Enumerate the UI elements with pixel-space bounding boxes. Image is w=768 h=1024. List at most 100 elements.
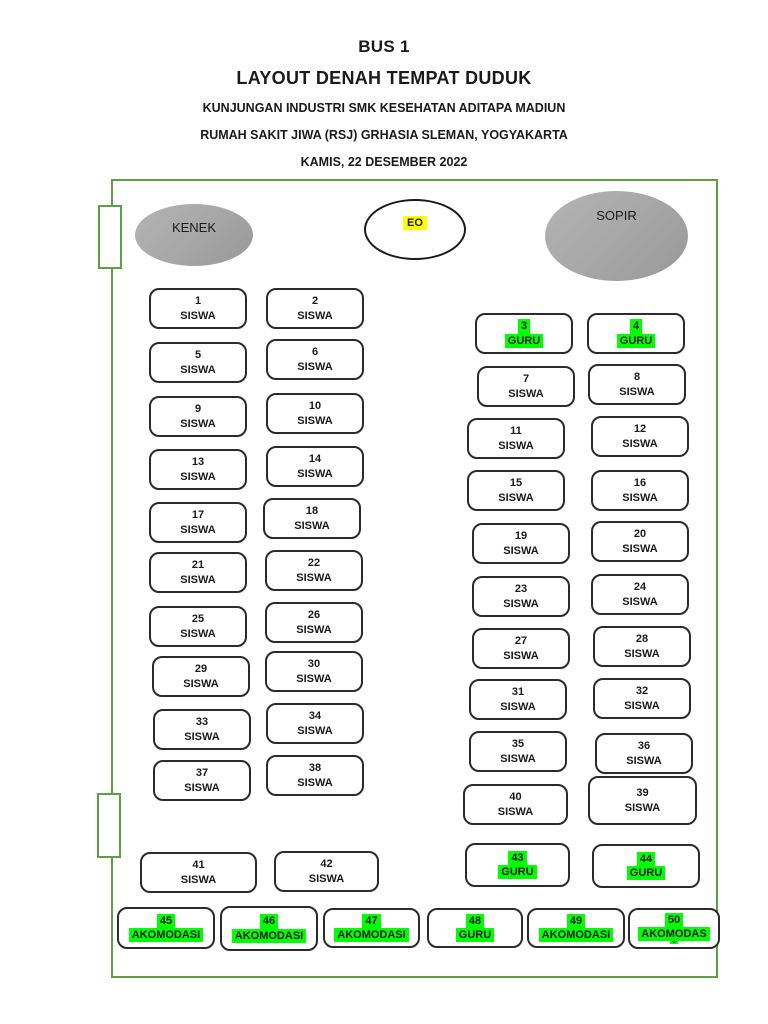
seat-number: 13 — [191, 456, 205, 469]
seat-role: SISWA — [500, 752, 536, 765]
seat-role: SISWA — [498, 491, 534, 504]
kenek-seat-ellipse: KENEK — [135, 204, 253, 266]
page-subtitle: LAYOUT DENAH TEMPAT DUDUK — [236, 68, 532, 88]
seat-number: 18 — [305, 505, 319, 518]
seat-number: 4 — [629, 319, 643, 334]
seat-number: 30 — [307, 658, 321, 671]
seat-role: SISWA — [503, 649, 539, 662]
seat-number: 12 — [633, 423, 647, 436]
eo-label: EO — [403, 215, 427, 230]
page-title: BUS 1 — [358, 37, 410, 56]
sopir-label: SOPIR — [596, 207, 637, 223]
seat-number: 19 — [514, 530, 528, 543]
seat-number: 39 — [636, 787, 649, 800]
seat-number: 45 — [156, 913, 176, 928]
seat-number: 27 — [514, 635, 528, 648]
seat-number: 21 — [191, 559, 205, 572]
seat-role: GURU — [455, 928, 495, 943]
date-line: KAMIS, 22 DESEMBER 2022 — [300, 155, 468, 169]
seat-number: 17 — [191, 509, 205, 522]
seat-role: SISWA — [184, 781, 220, 794]
seat-role: SISWA — [297, 724, 333, 737]
seat-role: SISWA — [296, 571, 332, 584]
seat-number: 7 — [522, 373, 530, 386]
seat-number: 3 — [517, 319, 531, 334]
seat-number: 32 — [635, 685, 649, 698]
seat-number: 15 — [509, 477, 523, 490]
seat-role: SISWA — [500, 700, 536, 713]
text-overflow-marker: ⌄ — [670, 938, 678, 946]
seat-role: AKOMODASI — [334, 928, 409, 943]
seat-role: AKOMODAS — [638, 927, 710, 942]
eo-seat-ellipse: EO — [364, 199, 466, 260]
seat-role: SISWA — [624, 699, 660, 712]
seat-role: GURU — [504, 333, 544, 348]
seat-number: 11 — [510, 425, 522, 438]
seat-number: 37 — [195, 767, 209, 780]
seat-number: 34 — [308, 710, 322, 723]
kenek-label: KENEK — [171, 219, 217, 235]
seat-role: SISWA — [308, 872, 345, 885]
seat-number: 24 — [633, 581, 647, 594]
seat-role: SISWA — [297, 776, 333, 789]
seat-role: SISWA — [296, 672, 332, 685]
seat-role: GURU — [626, 866, 666, 881]
seat-number: 38 — [308, 762, 322, 775]
seat-number: 33 — [195, 716, 209, 729]
seat-role: SISWA — [183, 677, 219, 690]
event-line: KUNJUNGAN INDUSTRI SMK KESEHATAN ADITAPA… — [202, 101, 566, 115]
seat-role: GURU — [498, 865, 537, 880]
seat-role: SISWA — [498, 439, 534, 452]
seat-number: 40 — [509, 791, 522, 804]
seat-role: SISWA — [297, 309, 333, 322]
seat-number: 10 — [308, 400, 322, 413]
seat-number: 43 — [508, 850, 527, 865]
seat-number: 36 — [637, 740, 651, 753]
seat-role: SISWA — [180, 417, 216, 430]
seat-number: 25 — [191, 613, 205, 626]
seat-role: SISWA — [624, 647, 660, 660]
seat-role: SISWA — [503, 597, 539, 610]
seat-number: 35 — [511, 738, 525, 751]
seat-number: 8 — [633, 371, 641, 384]
seat-role: SISWA — [180, 573, 216, 586]
destination-line: RUMAH SAKIT JIWA (RSJ) GRHASIA SLEMAN, Y… — [200, 128, 568, 142]
seat-role: SISWA — [294, 519, 330, 532]
seat-role: SISWA — [184, 730, 220, 743]
seat-number: 46 — [259, 914, 279, 929]
seat-role: SISWA — [503, 544, 539, 557]
seat-number: 16 — [633, 477, 647, 490]
seat-role: SISWA — [180, 363, 216, 376]
